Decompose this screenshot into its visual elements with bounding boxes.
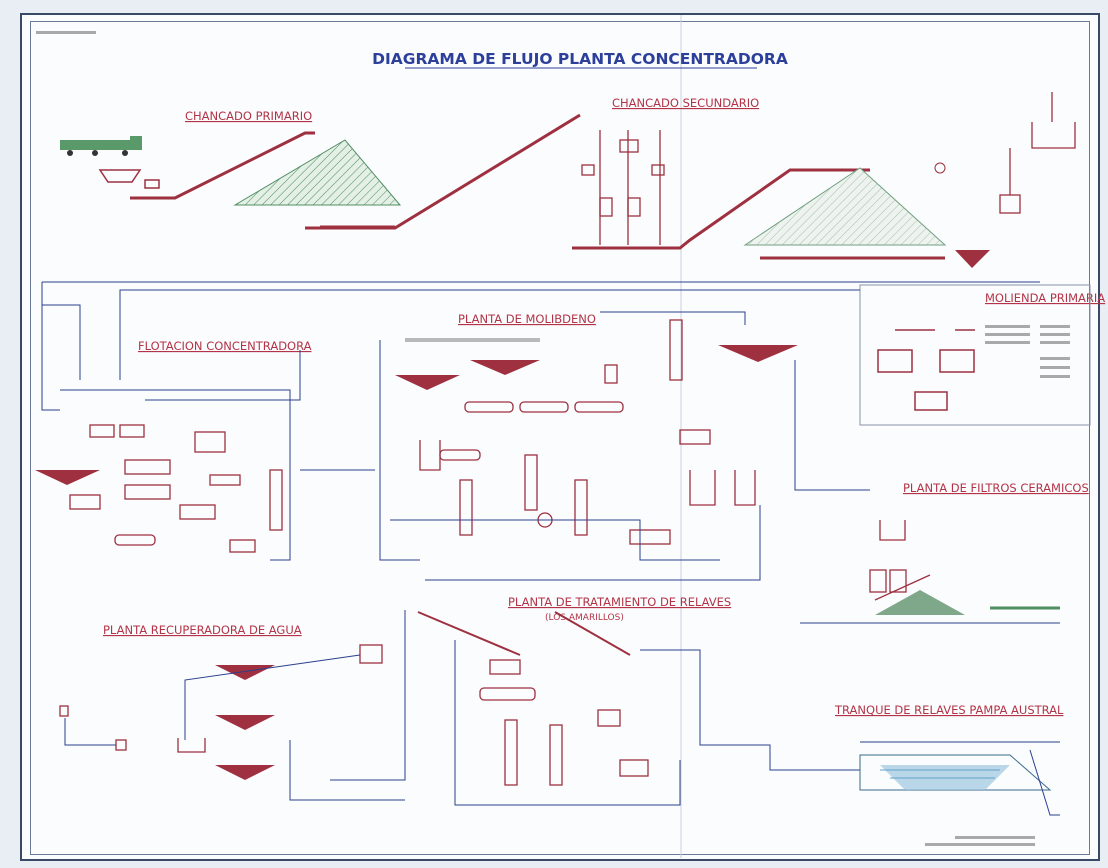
pipe bbox=[145, 350, 300, 400]
section-agua: PLANTA RECUPERADORA DE AGUA bbox=[103, 623, 302, 637]
footer-note bbox=[925, 843, 1035, 846]
haul-truck-icon bbox=[60, 136, 142, 156]
secondary-crusher-icon bbox=[582, 130, 664, 245]
section-relaves: PLANTA DE TRATAMIENTO DE RELAVES bbox=[508, 595, 731, 609]
flotation-thickener-icon bbox=[35, 470, 100, 485]
valve-icon bbox=[935, 163, 945, 173]
diagram-title: DIAGRAMA DE FLUJO PLANTA CONCENTRADORA bbox=[372, 50, 788, 68]
flotation-cells-icon bbox=[440, 320, 710, 544]
pipe bbox=[380, 340, 420, 560]
pipe bbox=[425, 505, 760, 580]
pipe bbox=[185, 655, 360, 740]
section-relaves-subtitle: (LOS AMARILLOS) bbox=[545, 613, 624, 623]
pipe bbox=[795, 360, 870, 490]
water-tank-icon bbox=[1000, 92, 1075, 213]
stockpile-hatch bbox=[235, 140, 400, 205]
section-chancado-primario: CHANCADO PRIMARIO bbox=[185, 109, 312, 123]
section-flotacion: FLOTACION CONCENTRADORA bbox=[138, 339, 312, 353]
footer-note bbox=[955, 836, 1035, 839]
ceramic-filter-icon bbox=[870, 520, 930, 600]
pipe bbox=[290, 740, 405, 800]
flotation-cells-icon bbox=[70, 425, 282, 552]
hydrocyclone-icon bbox=[955, 250, 990, 268]
note bbox=[405, 338, 540, 342]
pipe bbox=[600, 312, 745, 325]
pipe bbox=[455, 640, 680, 805]
pipe bbox=[330, 610, 405, 780]
section-tranque: TRANQUE DE RELAVES PAMPA AUSTRAL bbox=[834, 703, 1064, 717]
tailings-cells-icon bbox=[480, 660, 648, 785]
molienda-legend bbox=[985, 325, 1070, 378]
pipe bbox=[1030, 750, 1060, 815]
pipe bbox=[42, 305, 80, 380]
pipe bbox=[60, 390, 290, 560]
ball-mill-icon bbox=[878, 330, 975, 410]
water-tanks-icon bbox=[60, 645, 382, 752]
thickener-icon bbox=[395, 345, 798, 390]
primary-crusher-icon bbox=[100, 170, 159, 188]
section-filtros: PLANTA DE FILTROS CERAMICOS bbox=[903, 481, 1089, 495]
pipe bbox=[65, 718, 116, 745]
water-thickener-icon bbox=[215, 665, 275, 780]
pipe bbox=[640, 650, 860, 770]
section-molibdeno: PLANTA DE MOLIBDENO bbox=[458, 312, 596, 326]
molienda-frame bbox=[860, 285, 1090, 425]
header-note bbox=[36, 31, 96, 34]
section-chancado-secundario: CHANCADO SECUNDARIO bbox=[612, 96, 759, 110]
section-molienda: MOLIENDA PRIMARIA bbox=[985, 291, 1105, 305]
pipe bbox=[42, 282, 60, 410]
